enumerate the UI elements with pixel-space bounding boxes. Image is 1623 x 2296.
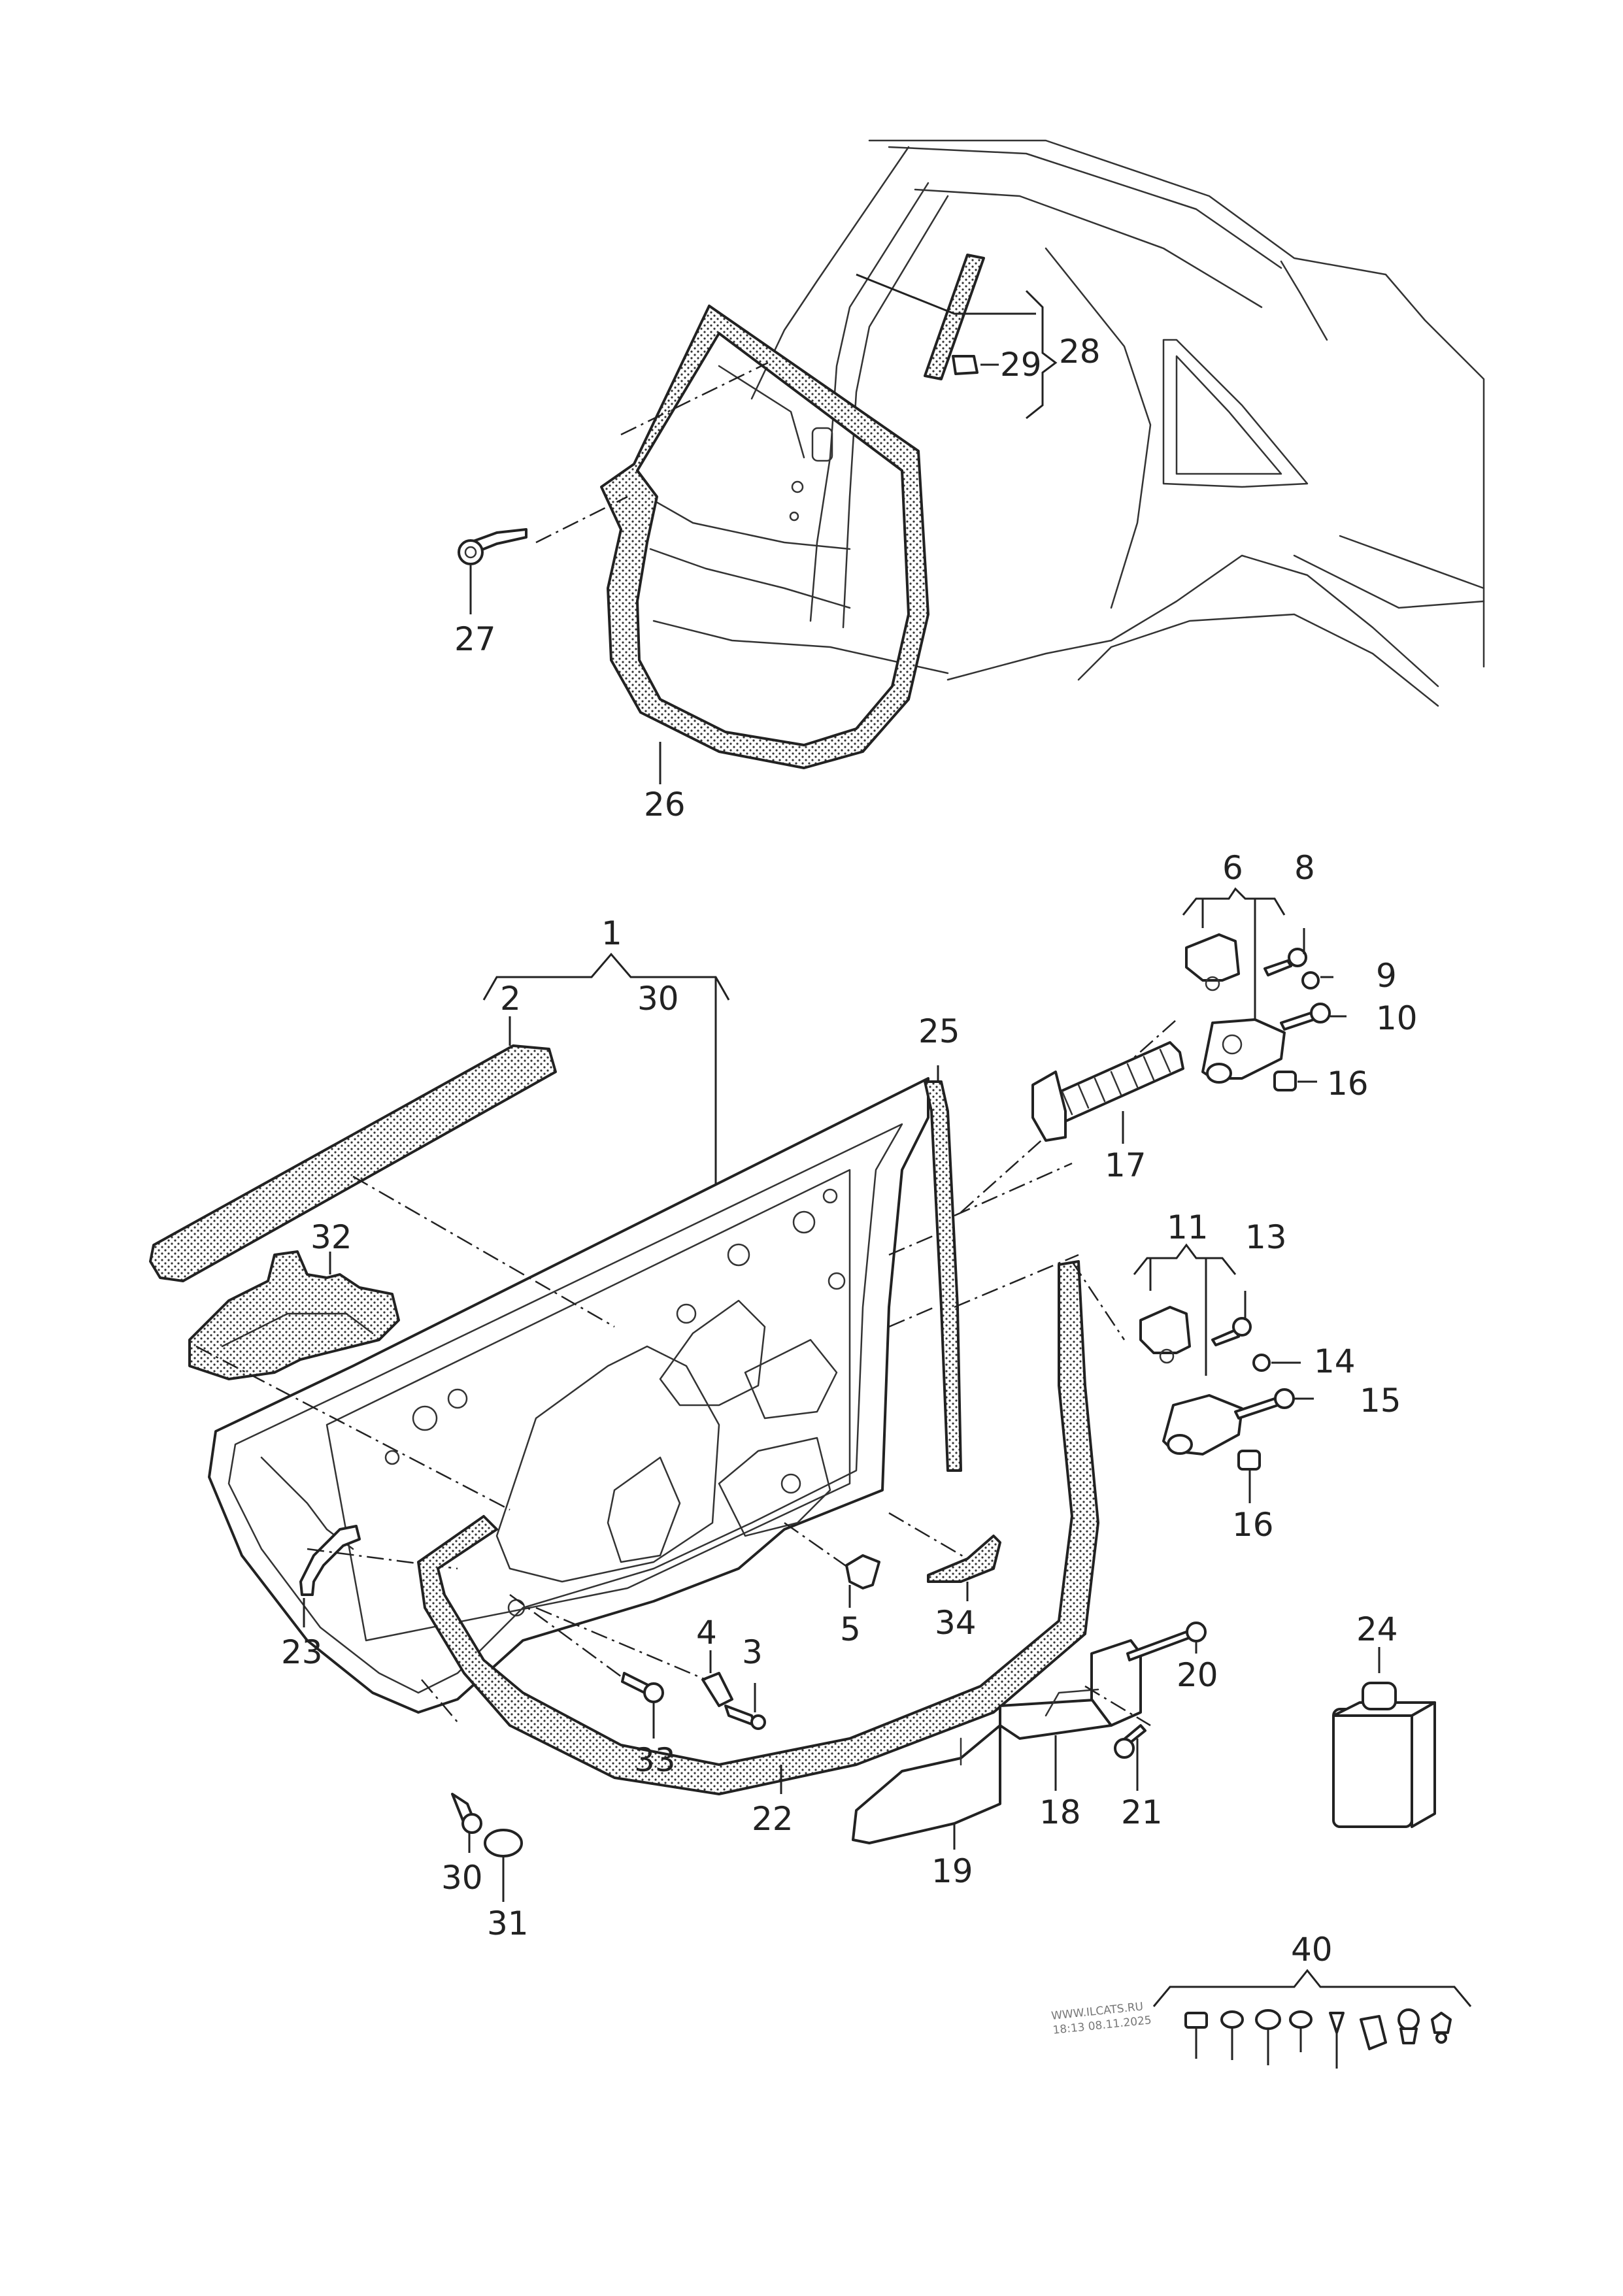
callout-16-top: 16 — [1327, 1065, 1369, 1103]
callout-10: 10 — [1376, 999, 1418, 1037]
screw-33[interactable] — [621, 1672, 664, 1739]
clip-23[interactable] — [299, 1525, 361, 1596]
callout-11: 11 — [1167, 1208, 1209, 1246]
callout-13: 13 — [1245, 1218, 1287, 1256]
callout-15: 15 — [1360, 1382, 1401, 1420]
door-seal-26[interactable] — [600, 305, 929, 769]
bolt-21[interactable] — [1114, 1724, 1146, 1791]
seal-strip-25[interactable] — [924, 1080, 962, 1472]
door-handle-19[interactable] — [852, 1724, 1001, 1850]
callout-4: 4 — [696, 1614, 717, 1652]
callout-28: 28 — [1059, 333, 1101, 371]
hinge-upper-6[interactable] — [1182, 887, 1347, 1091]
callout-3: 3 — [742, 1633, 763, 1671]
callout-18: 18 — [1039, 1793, 1081, 1831]
pillar-strip-28[interactable] — [924, 254, 985, 380]
callout-8: 8 — [1294, 849, 1315, 887]
callout-14: 14 — [1314, 1342, 1356, 1380]
screw-30[interactable] — [451, 1793, 482, 1853]
callout-33: 33 — [634, 1741, 676, 1779]
car-body-outline — [646, 139, 1485, 707]
callout-labels: 26 27 28 29 1 2 30 25 6 8 9 10 16 17 32 … — [281, 333, 1418, 1969]
bracket-34[interactable] — [927, 1535, 1001, 1583]
callout-26: 26 — [644, 786, 686, 824]
door-lock-18[interactable] — [999, 1639, 1142, 1791]
callout-17: 17 — [1105, 1146, 1146, 1184]
callout-30-bottom: 30 — [441, 1859, 483, 1897]
callout-40: 40 — [1291, 1931, 1333, 1969]
callout-5: 5 — [840, 1610, 861, 1648]
callout-34: 34 — [935, 1604, 977, 1642]
callout-1: 1 — [601, 914, 622, 952]
fastener-set-40[interactable] — [1152, 1969, 1472, 2069]
watermark: WWW.ILCATS.RU 18:13 08.11.2025 — [1050, 2000, 1152, 2037]
callout-32: 32 — [310, 1218, 352, 1256]
hinge-lower-11[interactable] — [1071, 1243, 1314, 1503]
callout-20: 20 — [1177, 1656, 1218, 1694]
cap-31[interactable] — [484, 1829, 523, 1902]
door-shell[interactable] — [208, 1077, 929, 1714]
door-seal-22[interactable] — [417, 1260, 1099, 1795]
callout-31: 31 — [487, 1905, 529, 1942]
bottle-24[interactable] — [1332, 1647, 1436, 1828]
callout-29: 29 — [1000, 346, 1042, 384]
callout-24: 24 — [1356, 1610, 1398, 1648]
callout-25: 25 — [918, 1012, 960, 1050]
check-strap-17[interactable] — [1031, 1041, 1184, 1144]
callout-19: 19 — [931, 1852, 973, 1890]
stopper-4[interactable] — [701, 1672, 733, 1707]
callout-21: 21 — [1121, 1793, 1163, 1831]
callout-22: 22 — [752, 1800, 794, 1838]
bolt-3[interactable] — [724, 1683, 766, 1730]
screw-27[interactable] — [458, 528, 527, 614]
callout-9: 9 — [1376, 957, 1397, 995]
callout-6: 6 — [1222, 849, 1243, 887]
callout-27: 27 — [454, 620, 496, 658]
callout-30-top: 30 — [637, 980, 679, 1018]
callout-2: 2 — [500, 980, 521, 1018]
clip-29[interactable] — [952, 355, 979, 375]
callout-23: 23 — [281, 1633, 323, 1671]
window-strip-2[interactable] — [149, 1044, 557, 1282]
insulation-32[interactable] — [188, 1250, 510, 1511]
bolt-20[interactable] — [1126, 1622, 1207, 1661]
plug-5[interactable] — [845, 1554, 880, 1589]
callout-16-bottom: 16 — [1232, 1506, 1274, 1544]
